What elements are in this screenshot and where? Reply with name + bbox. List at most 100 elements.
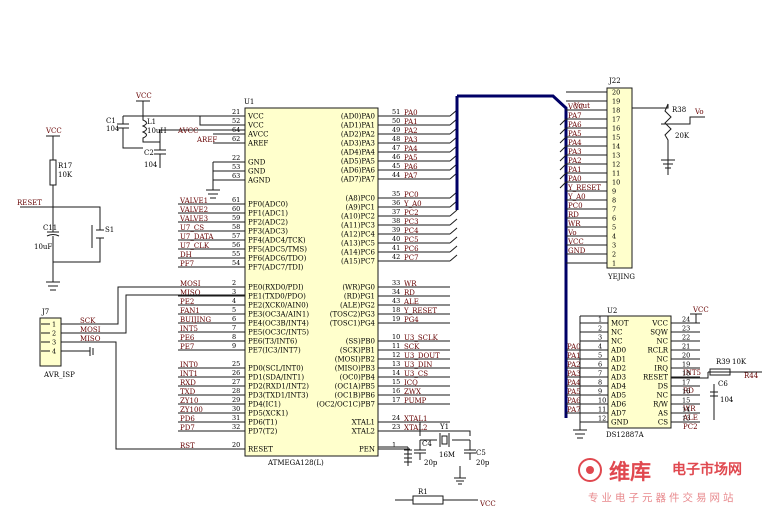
u2-net-label: PA2 [567,361,581,369]
u2-pin-name: AD6 [610,401,627,409]
j22-bus-entry [559,145,567,153]
u1-pin-num: 47 [392,144,400,152]
u1-pin-num: 63 [232,172,240,180]
u1-pin-num: 28 [232,387,240,395]
u1-pin-num: 34 [392,288,400,296]
u1-net-label: PUMP [404,397,427,405]
u2-pin-num: 15 [682,397,690,405]
net-reset: RESET [17,199,42,207]
l1-ref: L1 [147,118,156,126]
vcc-label-reset: VCC [45,127,62,135]
u1-pin-num: 62 [232,135,240,143]
watermark-brand: 维库 [609,460,651,484]
j22-pin-num: 11 [612,170,620,178]
u2-pin-num: 5 [598,352,602,360]
vcc-label-top: VCC [135,92,152,100]
j22-pin-num: 20 [612,89,620,97]
u2-pin-name: DS [658,383,669,391]
u1-pin-num: 58 [232,223,240,231]
u1-net-label: U3_DIN [404,361,432,369]
j22-pin-num: 2 [612,251,616,259]
u1-pin-num: 57 [232,232,240,240]
u2-pin-num: 13 [682,415,690,423]
watermark-logo-dot-icon [586,466,594,474]
j22-bus-entry [559,154,567,162]
u1-net-label: VALVE1 [179,197,208,205]
r38-ref: R38 [672,106,686,114]
j22-body [606,87,633,269]
u1-pin-name: PE6(T3/INT6) [248,338,297,346]
u1-pin-num: 3 [232,288,236,296]
c2-value: 104 [144,161,158,169]
u1-pin-num: 39 [392,226,400,234]
bus-entry [449,209,458,217]
c4-value: 20p [424,459,438,467]
u1-net-label: PA3 [404,136,418,144]
u1-pin-num: 2 [232,279,236,287]
j7-part: AVR_ISP [43,371,75,379]
j22-part: YEJING [607,273,635,281]
u1-pin-num: 25 [232,360,240,368]
j22-bus-entry [559,163,567,171]
u1-pin-num: 1 [392,441,396,449]
u2-net-label: WR [683,405,696,413]
j22-net-label: Vo [567,229,577,237]
u1-net-label: ICQ [404,379,418,387]
j22-pin-num: 17 [612,116,620,124]
r17-ref: R17 [58,162,72,170]
u1-net-label: PA0 [404,109,418,117]
u1-pin-num: 21 [232,108,240,116]
j22-net-label: PA4 [568,139,582,147]
u1-pin-name: PE5(OC3C/INT5) [248,329,309,337]
u1-pin-num: 33 [392,279,400,287]
u1-net-label: MOSI [180,280,201,288]
j22-pin-num: 9 [612,188,616,196]
u1-pin-name: PF2(ADC2) [248,219,288,227]
u1-pin-name: XTAL2 [352,428,375,436]
u1-pin-num: 61 [232,196,240,204]
u1-pin-num: 19 [392,315,400,323]
net-avcc: AVCC [177,127,198,135]
u1-pin-name: PD2(RXD1/INT2) [248,383,309,391]
u1-pin-num: 26 [232,369,240,377]
j22-pin-num: 1 [612,260,616,268]
u2-pin-num: 6 [598,361,602,369]
u2-net-label: RD [683,387,694,395]
u2-pin-name: CS [658,419,668,427]
j22-net-label: VCC [567,103,584,111]
u1-net-label: PC3 [404,218,419,226]
j22-pin-num: 10 [612,179,620,187]
watermark-site: 电子市场网 [672,461,742,478]
u1-pin-num: 48 [392,135,400,143]
u1-pin-num: 40 [392,235,400,243]
c1-value: 104 [106,125,120,133]
j22-net-label: PA5 [568,130,582,138]
watermark-tagline: 专业电子元器件交易网站 [588,491,737,504]
u1-pin-num: 8 [232,333,236,341]
y1-value: 16M [439,451,455,459]
u1-pin-name: PF7(ADC7/TDI) [248,264,304,272]
u1-net-label: PD7 [180,424,195,432]
c2-ref: C2 [144,149,154,157]
u2-pin-num: 10 [598,397,606,405]
u1-net-label: PA4 [404,145,418,153]
u1-net-label: PA6 [404,163,418,171]
address-bus [457,94,568,418]
j22-vout-label: Vout [573,102,590,110]
u1-pin-num: 35 [392,190,400,198]
u1-pin-name: VCC [247,122,264,130]
c5-ref: C5 [476,449,486,457]
u1-pin-num: 46 [392,153,400,161]
j22-bus-entry [559,118,567,126]
j22-pin-num: 13 [612,152,620,160]
u1-net-label: ALE [403,298,419,306]
u1-net-label: XTAL2 [404,424,427,432]
j22-pin-num: 14 [612,143,620,151]
u1-pin-num: 5 [232,306,236,314]
r44-ref: R44 [744,372,759,380]
u1-pin-name: PE2(XCK0/AIN0) [248,302,309,310]
u2-pin-name: RCLR [647,347,668,355]
